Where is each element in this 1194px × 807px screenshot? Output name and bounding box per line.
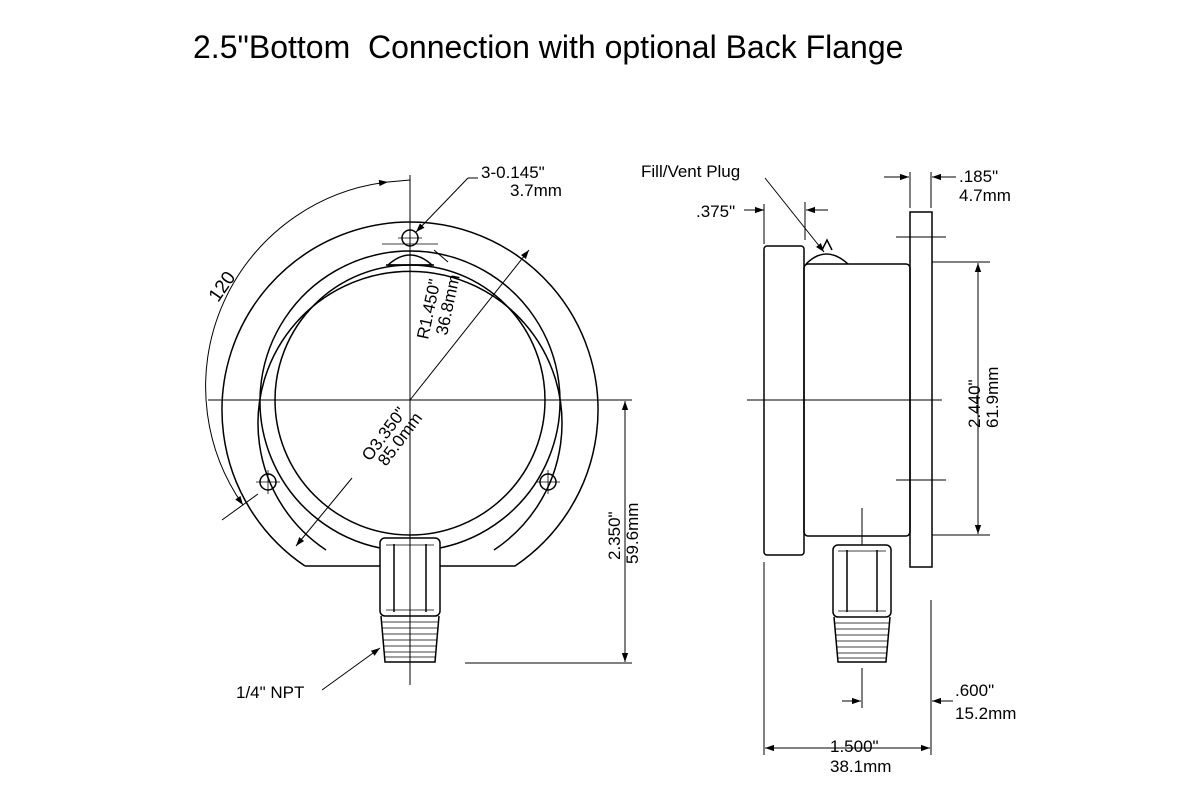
angle-dimension-arc [205, 179, 389, 506]
radius-dimension-line [409, 249, 530, 401]
mount-hole-leader [415, 177, 469, 233]
mount-hole-right [536, 470, 560, 494]
fill-plug-leader [764, 177, 825, 253]
plug-offset-label: .375" [696, 202, 735, 221]
socket-mm-label: 15.2mm [955, 704, 1016, 723]
mount-hole-top [398, 226, 422, 250]
case-diameter-mm-label: 61.9mm [983, 367, 1002, 428]
front-hex-socket [379, 537, 441, 617]
side-view [744, 172, 990, 755]
flange-thickness-inch-label: .185" [959, 167, 998, 186]
fill-plug-label: Fill/Vent Plug [641, 162, 740, 181]
mount-hole-left [256, 470, 280, 494]
angle-label: 120 [205, 268, 240, 306]
socket-inch-label: .600" [955, 681, 994, 700]
mount-hole-inch-label: 3-0.145" [481, 163, 545, 182]
flange-thickness-mm-label: 4.7mm [959, 186, 1011, 205]
diameter-dimension-line [295, 477, 353, 547]
depth-mm-label: 38.1mm [830, 757, 891, 776]
height-mm-label: 59.6mm [623, 503, 642, 564]
depth-inch-label: 1.500" [830, 737, 879, 756]
side-hex-socket [832, 544, 892, 618]
thread-label: 1/4" NPT [236, 683, 304, 702]
mount-hole-mm-label: 3.7mm [510, 181, 562, 200]
front-view [205, 175, 632, 691]
side-back-flange [909, 211, 933, 568]
height-inch-label: 2.350" [605, 511, 624, 560]
page-title: 2.5"Bottom Connection with optional Back… [193, 29, 904, 65]
npt-leader [321, 647, 381, 691]
back-flange-outline [221, 221, 599, 567]
side-fill-plug [805, 253, 849, 265]
case-diameter-inch-label: 2.440" [965, 379, 984, 428]
front-npt-thread [380, 615, 440, 663]
side-npt-thread [833, 616, 891, 663]
